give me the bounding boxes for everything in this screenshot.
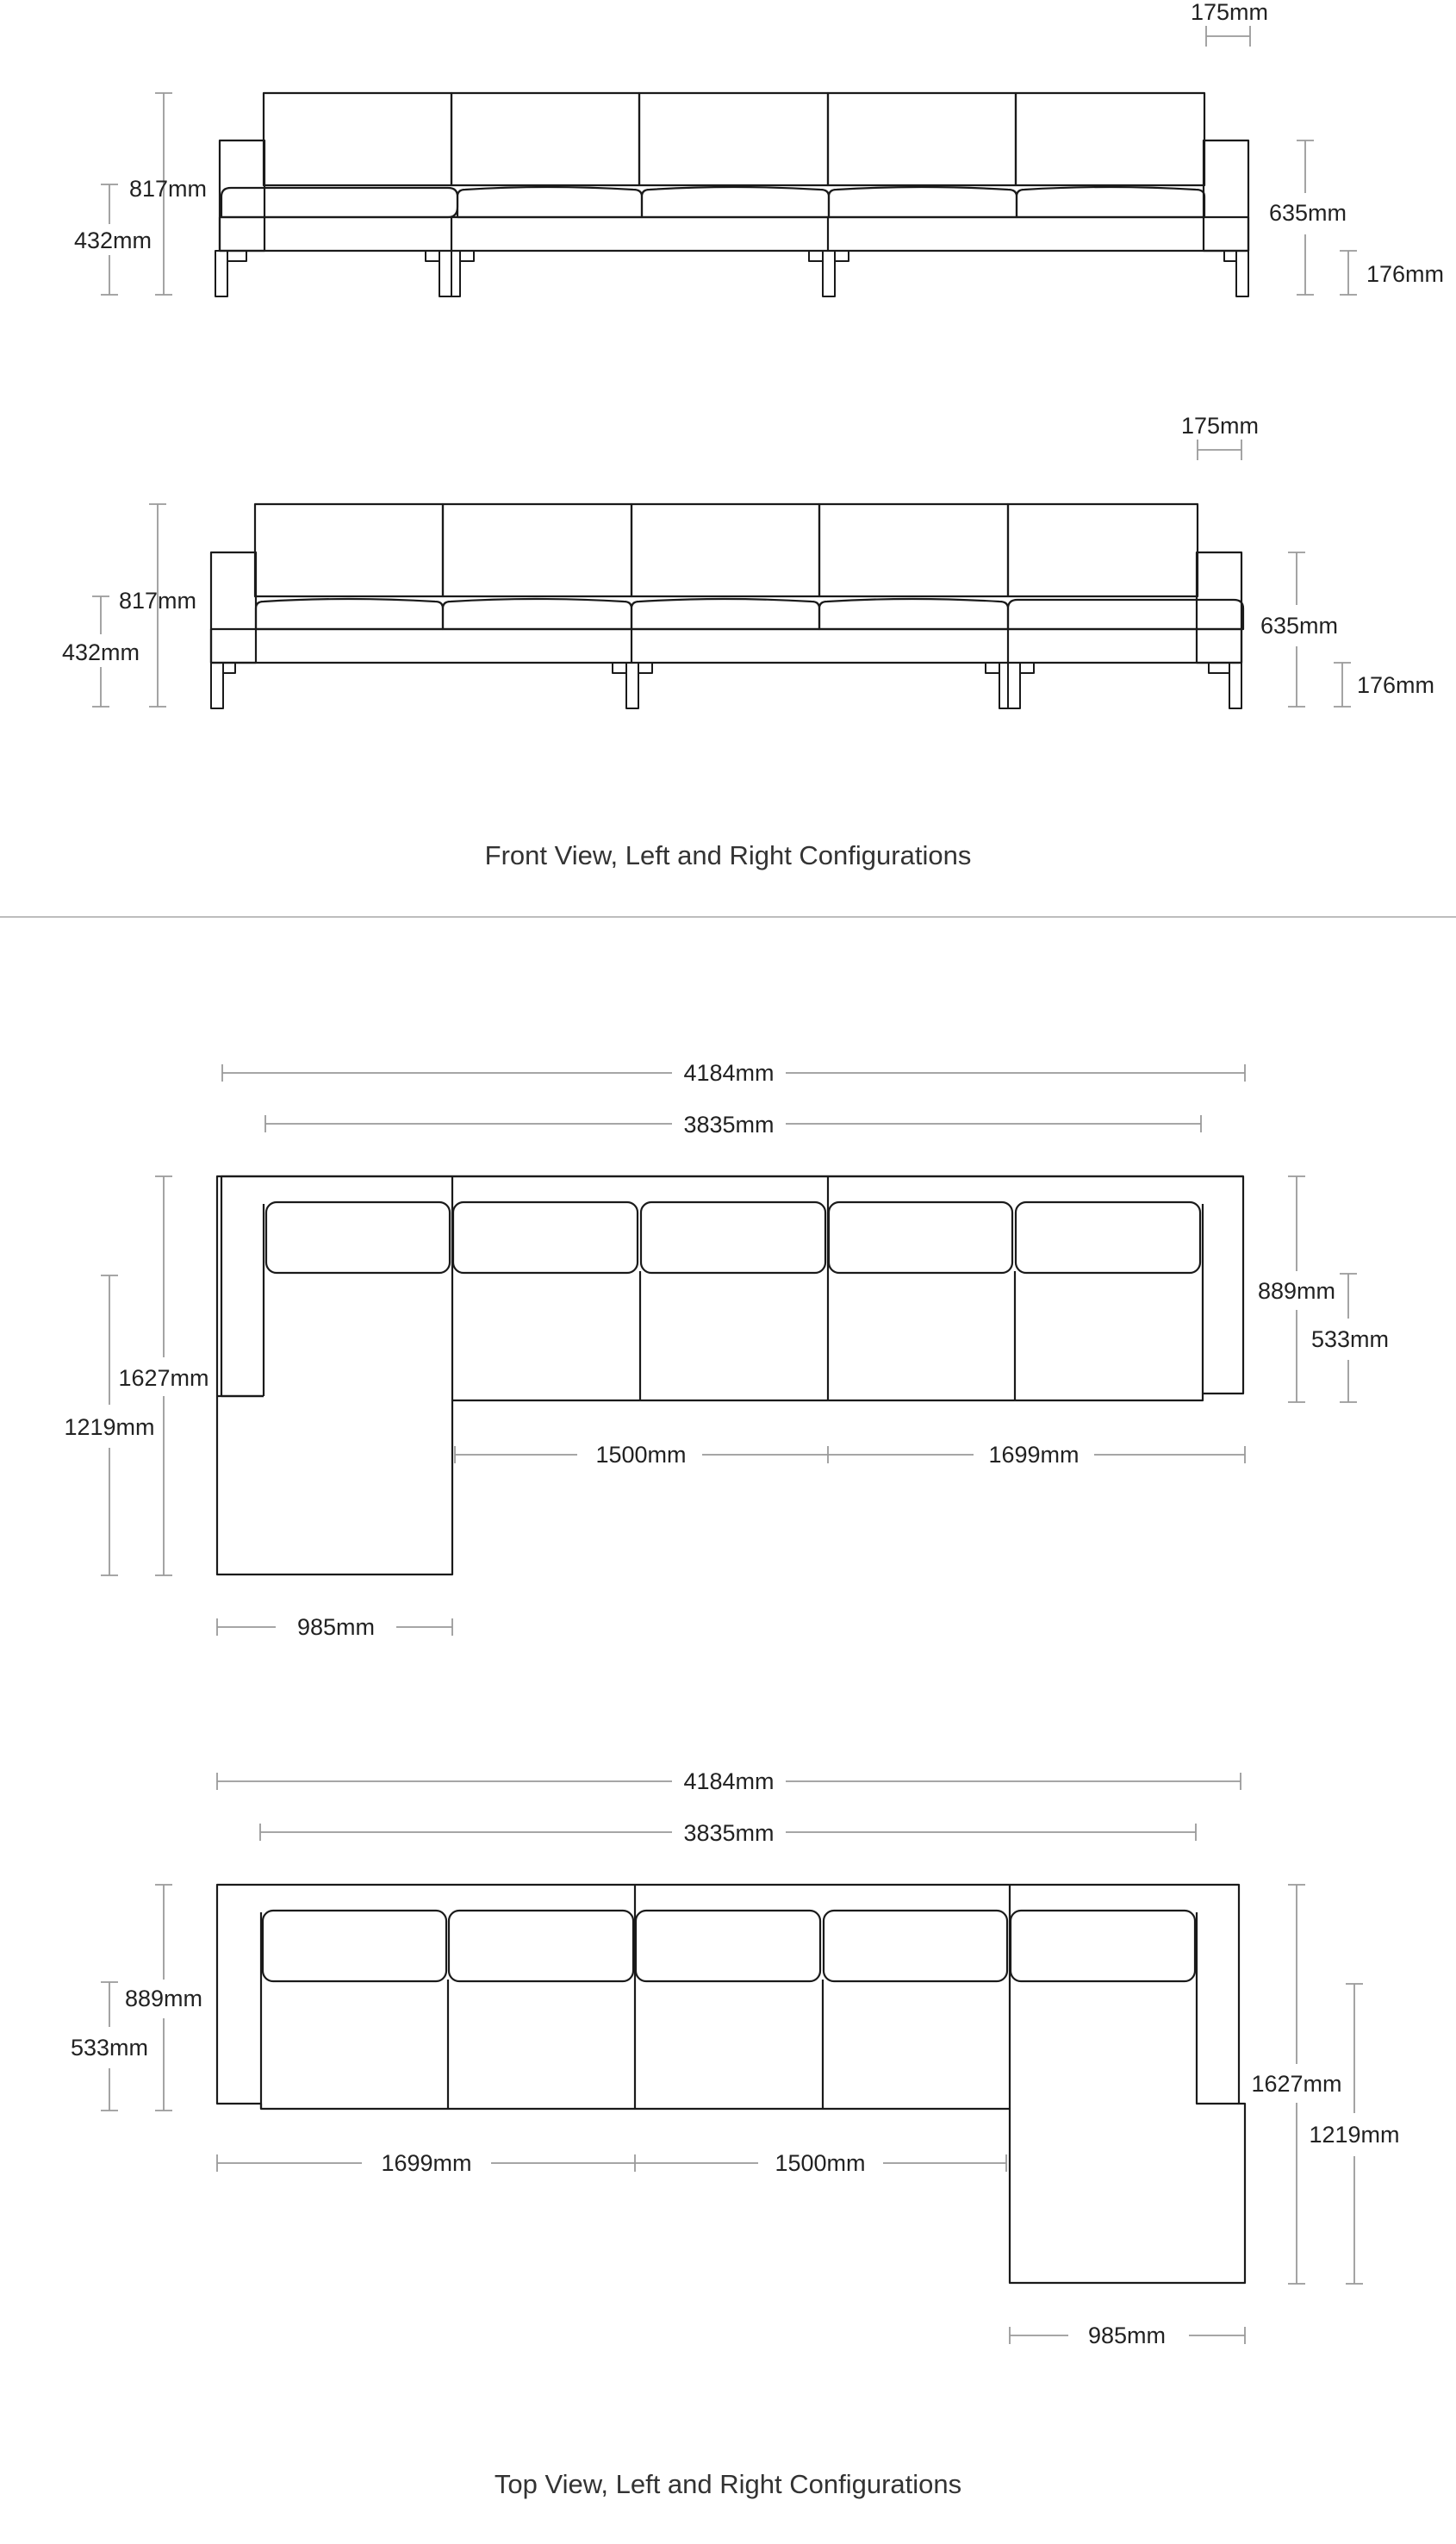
chaise-seat-cushion bbox=[220, 186, 459, 219]
top-right-inner-width-label: 3835mm bbox=[683, 1820, 774, 1846]
sofa-outline bbox=[215, 1883, 1247, 2285]
top-right-chaise-seat-depth-label: 1219mm bbox=[1309, 2122, 1399, 2148]
front-left-total-height-label: 817mm bbox=[129, 176, 207, 202]
right-arm bbox=[1195, 551, 1243, 664]
top-left-chaise-depth-label: 1627mm bbox=[118, 1365, 208, 1391]
front-left-seat-height-label: 432mm bbox=[74, 228, 152, 253]
top-view-left-dimensions bbox=[101, 1064, 1357, 1636]
back-cushion bbox=[638, 91, 830, 187]
top-right-middle-span-label: 1500mm bbox=[775, 2150, 865, 2176]
top-view-caption: Top View, Left and Right Configurations bbox=[495, 2469, 961, 2499]
front-right-leg-height-label: 176mm bbox=[1357, 672, 1434, 698]
top-left-chaise-width-label: 985mm bbox=[297, 1614, 375, 1640]
back-cushion bbox=[634, 1909, 822, 1983]
seat-cushion bbox=[254, 597, 445, 631]
chaise-seat-cushion bbox=[1006, 598, 1245, 631]
top-view-right-dimensions bbox=[101, 1773, 1363, 2344]
back-cushion bbox=[818, 502, 1010, 598]
sofa-base bbox=[218, 215, 1250, 253]
top-right-chaise-depth-label: 1627mm bbox=[1251, 2071, 1341, 2097]
back-cushion bbox=[451, 1200, 639, 1275]
top-left-middle-span-label: 1500mm bbox=[595, 1442, 686, 1468]
back-cushion bbox=[450, 91, 641, 187]
back-cushion bbox=[826, 91, 1017, 187]
seat-cushion bbox=[827, 185, 1018, 219]
front-left-leg-height-label: 176mm bbox=[1366, 261, 1444, 287]
left-arm bbox=[218, 139, 266, 253]
back-cushion bbox=[264, 1200, 451, 1275]
top-left-seat-depth-label: 533mm bbox=[1311, 1326, 1389, 1352]
seat-cushion bbox=[630, 597, 821, 631]
back-cushion bbox=[1014, 1200, 1202, 1275]
front-right-arm-height-label: 635mm bbox=[1260, 613, 1338, 639]
back-cushion bbox=[253, 502, 445, 598]
top-view-left-config bbox=[215, 1175, 1245, 1576]
top-left-chaise-seat-depth-label: 1219mm bbox=[64, 1414, 154, 1440]
front-right-arm-width-label: 175mm bbox=[1181, 413, 1259, 439]
front-view-right-dimensions bbox=[92, 440, 1351, 708]
top-right-end-span-label: 1699mm bbox=[381, 2150, 471, 2176]
top-right-sofa-depth-label: 889mm bbox=[125, 1986, 202, 2011]
front-view-right-config bbox=[209, 502, 1245, 709]
top-left-end-span-label: 1699mm bbox=[988, 1442, 1079, 1468]
back-cushion bbox=[261, 1909, 448, 1983]
left-arm bbox=[209, 551, 258, 664]
front-right-total-height-label: 817mm bbox=[119, 588, 196, 614]
front-left-arm-height-label: 635mm bbox=[1269, 200, 1347, 226]
seat-cushion bbox=[441, 597, 633, 631]
sofa-base bbox=[209, 627, 1243, 664]
sofa-outline bbox=[215, 1175, 1245, 1576]
front-left-arm-width-label: 175mm bbox=[1191, 0, 1268, 25]
top-left-inner-width-label: 3835mm bbox=[683, 1112, 774, 1138]
top-view-right-config bbox=[215, 1883, 1247, 2285]
front-right-seat-height-label: 432mm bbox=[62, 639, 140, 665]
front-view-left-dimensions bbox=[101, 26, 1357, 296]
sofa-legs bbox=[210, 662, 1242, 709]
back-cushion bbox=[1006, 502, 1199, 598]
front-view-left-config bbox=[215, 91, 1250, 297]
back-cushion bbox=[262, 91, 453, 187]
top-left-sofa-depth-label: 889mm bbox=[1258, 1278, 1335, 1304]
seat-cushion bbox=[818, 597, 1010, 631]
back-cushion bbox=[827, 1200, 1014, 1275]
back-cushion bbox=[822, 1909, 1009, 1983]
back-cushion bbox=[630, 502, 821, 598]
back-cushion bbox=[441, 502, 633, 598]
front-view-caption: Front View, Left and Right Configuration… bbox=[485, 840, 972, 870]
seat-cushion bbox=[1015, 185, 1206, 219]
seat-cushion bbox=[456, 185, 644, 219]
back-cushion bbox=[447, 1909, 635, 1983]
seat-cushion bbox=[640, 185, 831, 219]
top-right-overall-width-label: 4184mm bbox=[683, 1768, 774, 1794]
top-left-overall-width-label: 4184mm bbox=[683, 1060, 774, 1086]
sofa-legs bbox=[215, 250, 1249, 297]
top-right-seat-depth-label: 533mm bbox=[71, 2035, 148, 2061]
back-cushion bbox=[1014, 91, 1206, 187]
right-arm bbox=[1202, 139, 1250, 253]
top-right-chaise-width-label: 985mm bbox=[1088, 2323, 1166, 2348]
back-cushion bbox=[1009, 1909, 1197, 1983]
back-cushion bbox=[639, 1200, 827, 1275]
